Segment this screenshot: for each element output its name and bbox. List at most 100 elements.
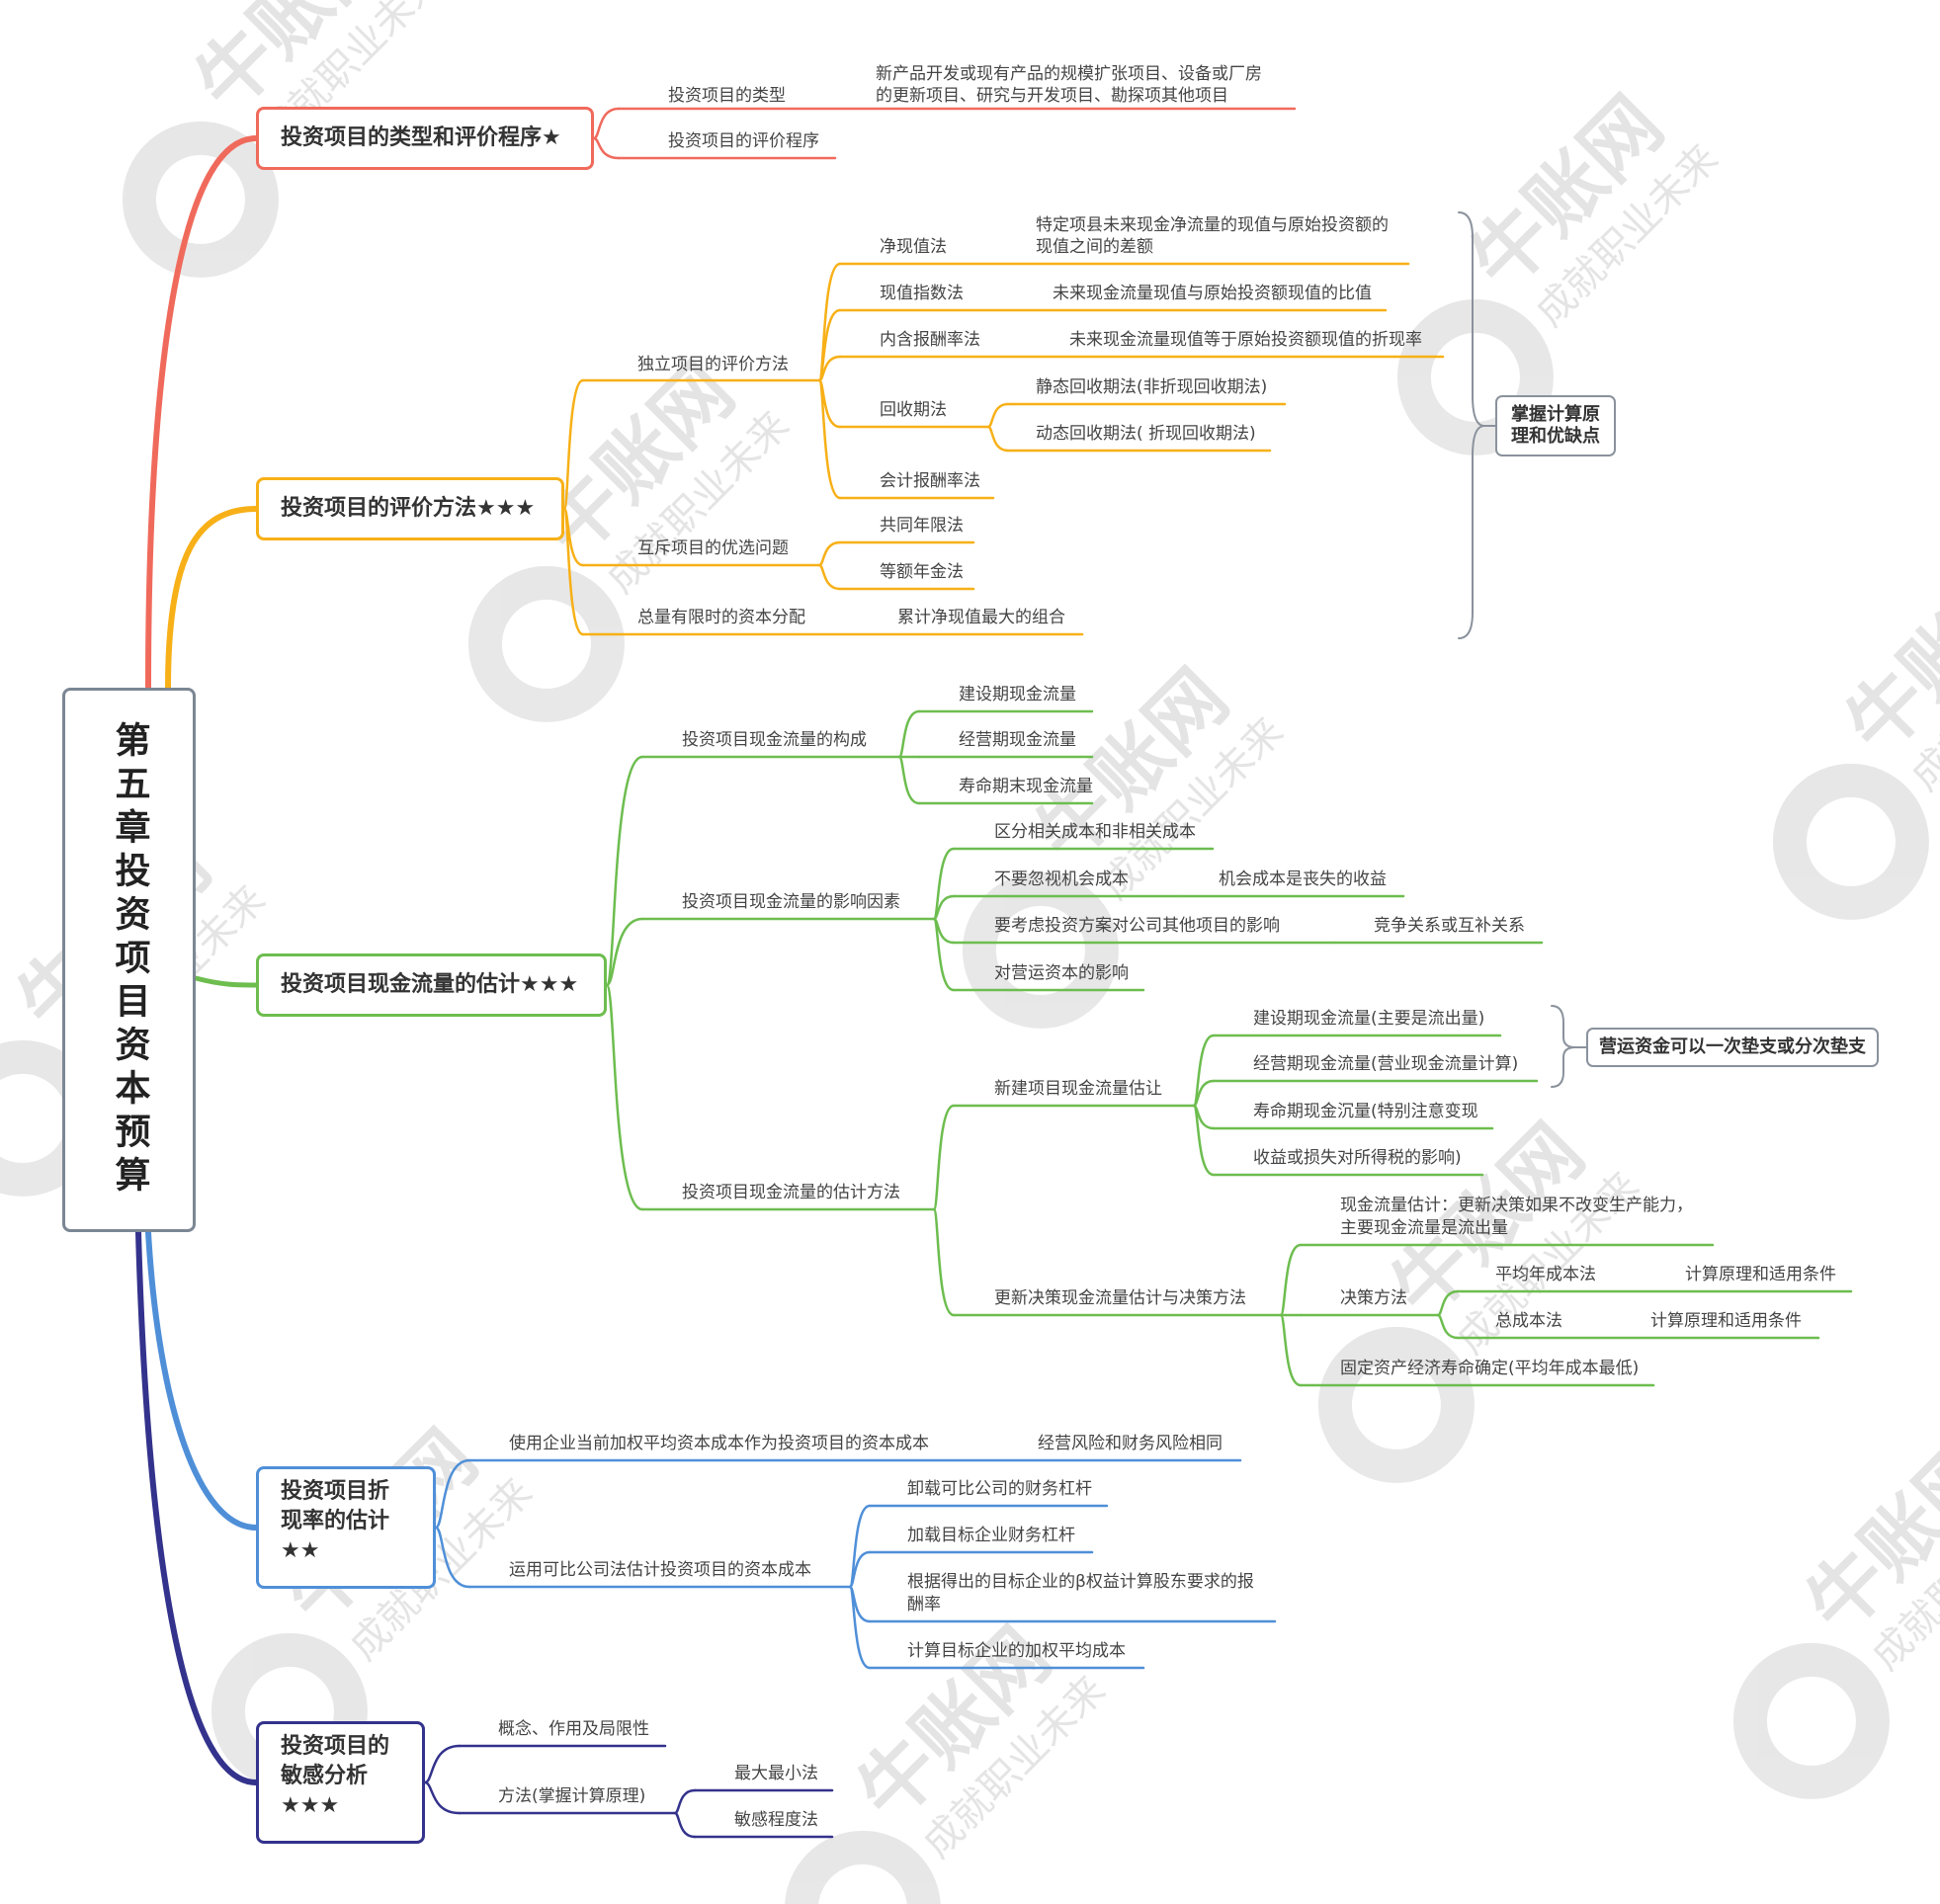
topic-average-annual-cost-detail[interactable]: 计算原理和适用条件 [1685, 1265, 1836, 1284]
topic-renewal-decision[interactable]: 更新决策现金流量估计与决策方法 [994, 1288, 1246, 1308]
watermark-ring-icon [1772, 763, 1929, 920]
topic-relevant-cost[interactable]: 区分相关成本和非相关成本 [994, 822, 1196, 842]
link-comparable [434, 1526, 471, 1589]
topic-operating-cashflow[interactable]: 经营期现金流量 [959, 730, 1076, 750]
topic-project-types[interactable]: 投资项目的类型 [668, 86, 786, 106]
section-types-node[interactable]: 投资项目的类型和评价程序★ [256, 107, 594, 170]
topic-sensitivity-degree-method[interactable]: 敏感程度法 [734, 1810, 818, 1830]
summary-working-capital[interactable]: 营运资金可以一次垫支或分次垫支 [1586, 1028, 1879, 1067]
watermark-ring-icon [1732, 1642, 1890, 1799]
topic-other-projects-effect-detail[interactable]: 竞争关系或互补关系 [1374, 916, 1525, 936]
topic-construction-cashflow[interactable]: 建设期现金流量 [959, 685, 1076, 704]
topic-capital-rationing[interactable]: 总量有限时的资本分配 [637, 608, 805, 627]
topic-evaluation-procedure[interactable]: 投资项目的评价程序 [668, 131, 819, 151]
section-discount-rate-node[interactable]: 投资项目折现率的估计★★ [256, 1466, 436, 1589]
link-economic-life [1279, 1313, 1303, 1387]
topic-new-construction[interactable]: 建设期现金流量(主要是流出量) [1253, 1009, 1485, 1029]
section-discount-title-1: 投资项目折 [281, 1479, 390, 1504]
topic-renewal-cashflow-1[interactable]: 现金流量估计：更新决策如果不改变生产能力， [1340, 1196, 1693, 1215]
link-renewal [932, 1207, 956, 1317]
link-composition [605, 755, 644, 987]
watermark-ring-icon [122, 121, 279, 278]
section-evaluation-node[interactable]: 投资项目的评价方法★★★ [256, 477, 564, 540]
link-estimation [605, 983, 644, 1211]
topic-relever-beta[interactable]: 加载目标企业财务杠杆 [907, 1526, 1075, 1545]
topic-wacc-detail[interactable]: 经营风险和财务风险相同 [1038, 1434, 1223, 1453]
link-relever [848, 1550, 872, 1589]
topic-max-min-method[interactable]: 最大最小法 [734, 1764, 818, 1783]
topic-total-cost[interactable]: 总成本法 [1495, 1311, 1562, 1331]
watermark-ring-icon [1317, 1326, 1475, 1483]
topic-cashflow-factors[interactable]: 投资项目现金流量的影响因素 [682, 892, 900, 912]
topic-npv[interactable]: 净现值法 [880, 237, 947, 257]
topic-independent-methods[interactable]: 独立项目的评价方法 [637, 355, 789, 374]
topic-unlever-beta[interactable]: 卸载可比公司的财务杠杆 [907, 1479, 1092, 1499]
topic-sensitivity-concept[interactable]: 概念、作用及局限性 [498, 1719, 649, 1739]
link-target-wacc [848, 1585, 872, 1670]
topic-npv-detail-1[interactable]: 特定项县未来现金净流量的现值与原始投资额的 [1036, 215, 1389, 235]
section-cashflow-node[interactable]: 投资项目现金流量的估计★★★ [256, 953, 607, 1017]
link-total-cost [1436, 1313, 1460, 1340]
topic-npv-detail-2[interactable]: 现值之间的差额 [1036, 237, 1153, 257]
topic-opportunity-cost[interactable]: 不要忽视机会成本 [994, 869, 1129, 889]
topic-new-tax-effect[interactable]: 收益或损失对所得税的影响) [1253, 1148, 1462, 1168]
topic-new-terminal[interactable]: 寿命期现金沉量(特别注意变现 [1253, 1102, 1478, 1121]
link-renewal-cashflow [1279, 1243, 1303, 1317]
topic-other-projects-effect[interactable]: 要考虑投资方案对公司其他项目的影响 [994, 916, 1280, 936]
topic-exclusive-projects[interactable]: 互斥项目的优选问题 [637, 538, 789, 558]
topic-new-operating[interactable]: 经营期现金流量(营业现金流量计算) [1253, 1054, 1519, 1074]
topic-decision-methods[interactable]: 决策方法 [1340, 1288, 1407, 1308]
topic-irr-detail[interactable]: 未来现金流量现值等于原始投资额现值的折现率 [1069, 330, 1422, 350]
link-payback-dynamic [986, 425, 1010, 453]
topic-cashflow-composition[interactable]: 投资项目现金流量的构成 [682, 730, 867, 750]
link-new-tax [1192, 1104, 1216, 1177]
topic-comparable-company[interactable]: 运用可比公司法估计投资项目的资本成本 [509, 1560, 811, 1580]
section-discount-stars: ★★ [281, 1538, 320, 1563]
topic-target-wacc[interactable]: 计算目标企业的加权平均成本 [907, 1641, 1126, 1661]
topic-renewal-cashflow-2[interactable]: 主要现金流量是流出量 [1340, 1218, 1508, 1238]
summary-calc-principles[interactable]: 掌握计算原理和优缺点 [1495, 395, 1616, 456]
section-sensitivity-node[interactable]: 投资项目的敏感分析★★★ [256, 1721, 425, 1844]
topic-capital-rationing-detail[interactable]: 累计净现值最大的组合 [897, 608, 1065, 627]
watermark-ring-icon [467, 565, 625, 722]
topic-payback-dynamic[interactable]: 动态回收期法( 折现回收期法) [1036, 424, 1256, 444]
topic-new-project-cashflow[interactable]: 新建项目现金流量估让 [994, 1079, 1162, 1099]
topic-average-annual-cost[interactable]: 平均年成本法 [1495, 1265, 1596, 1284]
link-working-capital [932, 917, 956, 992]
topic-required-return-1[interactable]: 根据得出的目标企业的β权益计算股东要求的报 [907, 1572, 1254, 1592]
section-sensitivity-stars: ★★★ [281, 1793, 340, 1818]
topic-payback[interactable]: 回收期法 [880, 400, 947, 420]
topic-required-return-2[interactable]: 酬率 [907, 1595, 941, 1614]
root-node[interactable]: 第五章投资项目资本预算 [62, 688, 196, 1232]
link-degree [673, 1811, 697, 1839]
topic-wacc[interactable]: 使用企业当前加权平均资本成本作为投资项目的资本成本 [509, 1434, 929, 1453]
topic-irr[interactable]: 内含报酬率法 [880, 330, 980, 350]
topic-project-types-detail-2[interactable]: 的更新项目、研究与开发项目、勘探项其他项目 [876, 86, 1228, 106]
trunk-section-types [145, 135, 259, 691]
topic-pi-detail[interactable]: 未来现金流量现值与原始投资额现值的比值 [1053, 284, 1372, 303]
topic-pi[interactable]: 现值指数法 [880, 284, 964, 303]
topic-cashflow-estimation-methods[interactable]: 投资项目现金流量的估计方法 [682, 1183, 900, 1202]
trunk-section-discount [145, 1229, 259, 1531]
topic-sensitivity-methods[interactable]: 方法(掌握计算原理) [498, 1786, 646, 1806]
topic-project-types-detail-1[interactable]: 新产品开发或现有产品的规模扩张项目、设备或厂房 [876, 64, 1262, 84]
section-sensitivity-title-2: 敏感分析 [281, 1764, 369, 1788]
link-construction [897, 709, 921, 759]
topic-working-capital-effect[interactable]: 对营运资本的影响 [994, 963, 1129, 983]
topic-common-life[interactable]: 共同年限法 [880, 516, 964, 536]
topic-annuity[interactable]: 等额年金法 [880, 562, 964, 582]
summary-calc-line-2: 理和优缺点 [1511, 426, 1600, 447]
link-capital [562, 507, 585, 636]
link-independent [562, 378, 585, 511]
trunk-section-cashflow [193, 975, 259, 988]
link-procedure [592, 136, 621, 160]
link-arr [817, 378, 842, 500]
topic-total-cost-detail[interactable]: 计算原理和适用条件 [1650, 1311, 1802, 1331]
topic-arr[interactable]: 会计报酬率法 [880, 471, 980, 491]
topic-economic-life[interactable]: 固定资产经济寿命确定(平均年成本最低) [1340, 1359, 1640, 1378]
topic-terminal-cashflow[interactable]: 寿命期末现金流量 [959, 777, 1093, 796]
topic-opportunity-cost-detail[interactable]: 机会成本是丧失的收益 [1219, 869, 1387, 889]
topic-payback-static[interactable]: 静态回收期法(非折现回收期法) [1036, 377, 1268, 397]
